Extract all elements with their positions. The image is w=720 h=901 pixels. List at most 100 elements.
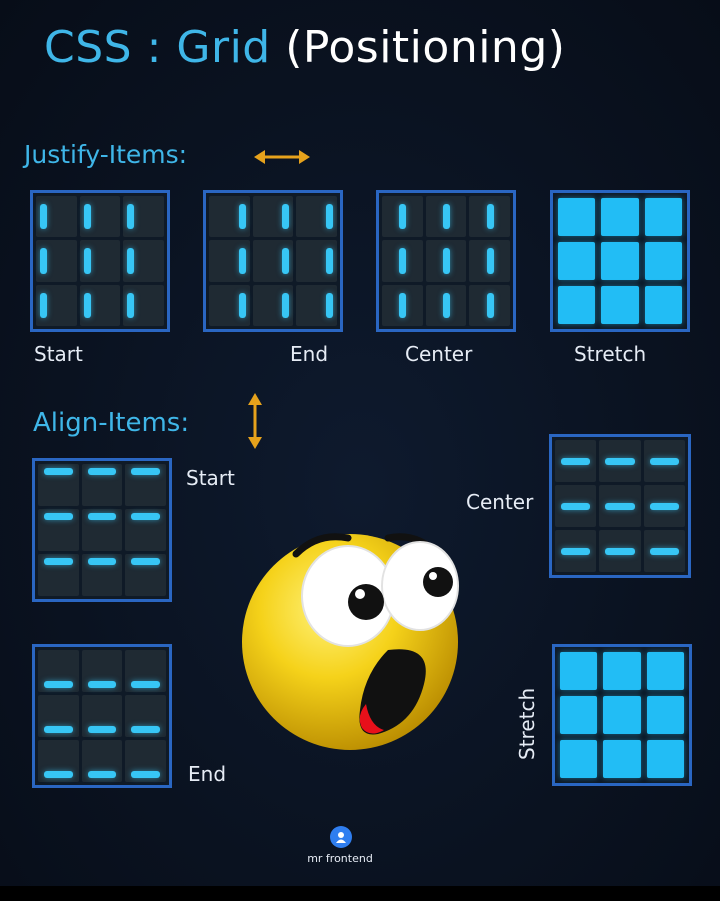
grid-cell bbox=[81, 650, 123, 692]
surprised-face-icon bbox=[242, 533, 459, 750]
grid-cell bbox=[560, 652, 598, 690]
title-sub: (Positioning) bbox=[285, 22, 566, 73]
grid-cell bbox=[38, 650, 79, 692]
page-title: CSS : Grid (Positioning) bbox=[44, 22, 565, 73]
grid-cell bbox=[38, 740, 79, 782]
justify-end-caption: End bbox=[290, 342, 329, 366]
justify-stretch-grid bbox=[550, 190, 690, 332]
grid-cell bbox=[469, 284, 510, 326]
grid-cell bbox=[425, 196, 467, 238]
grid-cell bbox=[81, 740, 123, 782]
grid-cell bbox=[296, 284, 337, 326]
grid-cell bbox=[125, 509, 166, 551]
grid-cell bbox=[558, 242, 596, 280]
grid-cell bbox=[252, 284, 294, 326]
grid-cell bbox=[601, 198, 639, 236]
grid-cell bbox=[560, 696, 598, 734]
grid-cell bbox=[125, 740, 166, 782]
grid-cell bbox=[603, 740, 641, 778]
grid-cell bbox=[558, 198, 596, 236]
grid-cell bbox=[599, 440, 641, 482]
grid-cell bbox=[38, 554, 79, 596]
grid-cell bbox=[38, 695, 79, 737]
grid-cell bbox=[125, 554, 166, 596]
grid-cell bbox=[38, 464, 79, 506]
grid-cell bbox=[209, 284, 250, 326]
grid-cell bbox=[555, 485, 597, 527]
grid-cell bbox=[599, 485, 641, 527]
grid-cell bbox=[643, 440, 685, 482]
grid-cell bbox=[603, 696, 641, 734]
align-end-grid bbox=[32, 644, 172, 788]
grid-cell bbox=[382, 196, 423, 238]
grid-cell bbox=[123, 284, 164, 326]
grid-cell bbox=[644, 242, 682, 280]
justify-center-caption: Center bbox=[405, 342, 473, 366]
align-stretch-caption: Stretch bbox=[515, 687, 539, 760]
grid-cell bbox=[643, 485, 685, 527]
grid-cell bbox=[601, 242, 639, 280]
align-start-grid bbox=[32, 458, 172, 602]
grid-cell bbox=[252, 240, 294, 282]
grid-cell bbox=[36, 240, 77, 282]
align-stretch-grid bbox=[552, 644, 692, 786]
grid-cell bbox=[125, 464, 166, 506]
grid-cell bbox=[79, 196, 121, 238]
brand-name: mr frontend bbox=[307, 852, 373, 865]
grid-cell bbox=[425, 284, 467, 326]
align-center-grid bbox=[549, 434, 691, 578]
title-main: CSS : Grid bbox=[44, 22, 271, 73]
grid-cell bbox=[36, 284, 77, 326]
grid-cell bbox=[558, 286, 596, 324]
grid-cell bbox=[555, 440, 597, 482]
grid-cell bbox=[81, 464, 123, 506]
grid-cell bbox=[469, 196, 510, 238]
align-end-caption: End bbox=[188, 762, 227, 786]
up-down-arrow-icon bbox=[248, 393, 262, 449]
justify-stretch-caption: Stretch bbox=[574, 342, 647, 366]
grid-cell bbox=[125, 650, 166, 692]
grid-cell bbox=[296, 196, 337, 238]
grid-cell bbox=[425, 240, 467, 282]
grid-cell bbox=[81, 554, 123, 596]
justify-items-label: Justify-Items: bbox=[24, 140, 188, 169]
grid-cell bbox=[209, 196, 250, 238]
grid-cell bbox=[36, 196, 77, 238]
bottom-bar bbox=[0, 886, 720, 901]
grid-cell bbox=[382, 240, 423, 282]
grid-cell bbox=[469, 240, 510, 282]
grid-cell bbox=[644, 286, 682, 324]
grid-cell bbox=[646, 652, 684, 690]
grid-cell bbox=[209, 240, 250, 282]
justify-start-caption: Start bbox=[34, 342, 83, 366]
grid-cell bbox=[646, 696, 684, 734]
grid-cell bbox=[643, 530, 685, 572]
align-items-label: Align-Items: bbox=[33, 408, 190, 438]
align-start-caption: Start bbox=[186, 466, 235, 490]
justify-end-grid bbox=[203, 190, 343, 332]
grid-cell bbox=[644, 198, 682, 236]
justify-start-grid bbox=[30, 190, 170, 332]
grid-cell bbox=[81, 509, 123, 551]
grid-cell bbox=[79, 284, 121, 326]
justify-center-grid bbox=[376, 190, 516, 332]
grid-cell bbox=[560, 740, 598, 778]
grid-cell bbox=[646, 740, 684, 778]
grid-cell bbox=[296, 240, 337, 282]
grid-cell bbox=[603, 652, 641, 690]
grid-cell bbox=[125, 695, 166, 737]
left-right-arrow-icon bbox=[254, 150, 310, 164]
grid-cell bbox=[38, 509, 79, 551]
brand-logo-icon bbox=[330, 826, 352, 848]
grid-cell bbox=[382, 284, 423, 326]
grid-cell bbox=[81, 695, 123, 737]
grid-cell bbox=[252, 196, 294, 238]
grid-cell bbox=[555, 530, 597, 572]
align-center-caption: Center bbox=[466, 490, 534, 514]
grid-cell bbox=[601, 286, 639, 324]
grid-cell bbox=[599, 530, 641, 572]
grid-cell bbox=[123, 240, 164, 282]
grid-cell bbox=[79, 240, 121, 282]
grid-cell bbox=[123, 196, 164, 238]
